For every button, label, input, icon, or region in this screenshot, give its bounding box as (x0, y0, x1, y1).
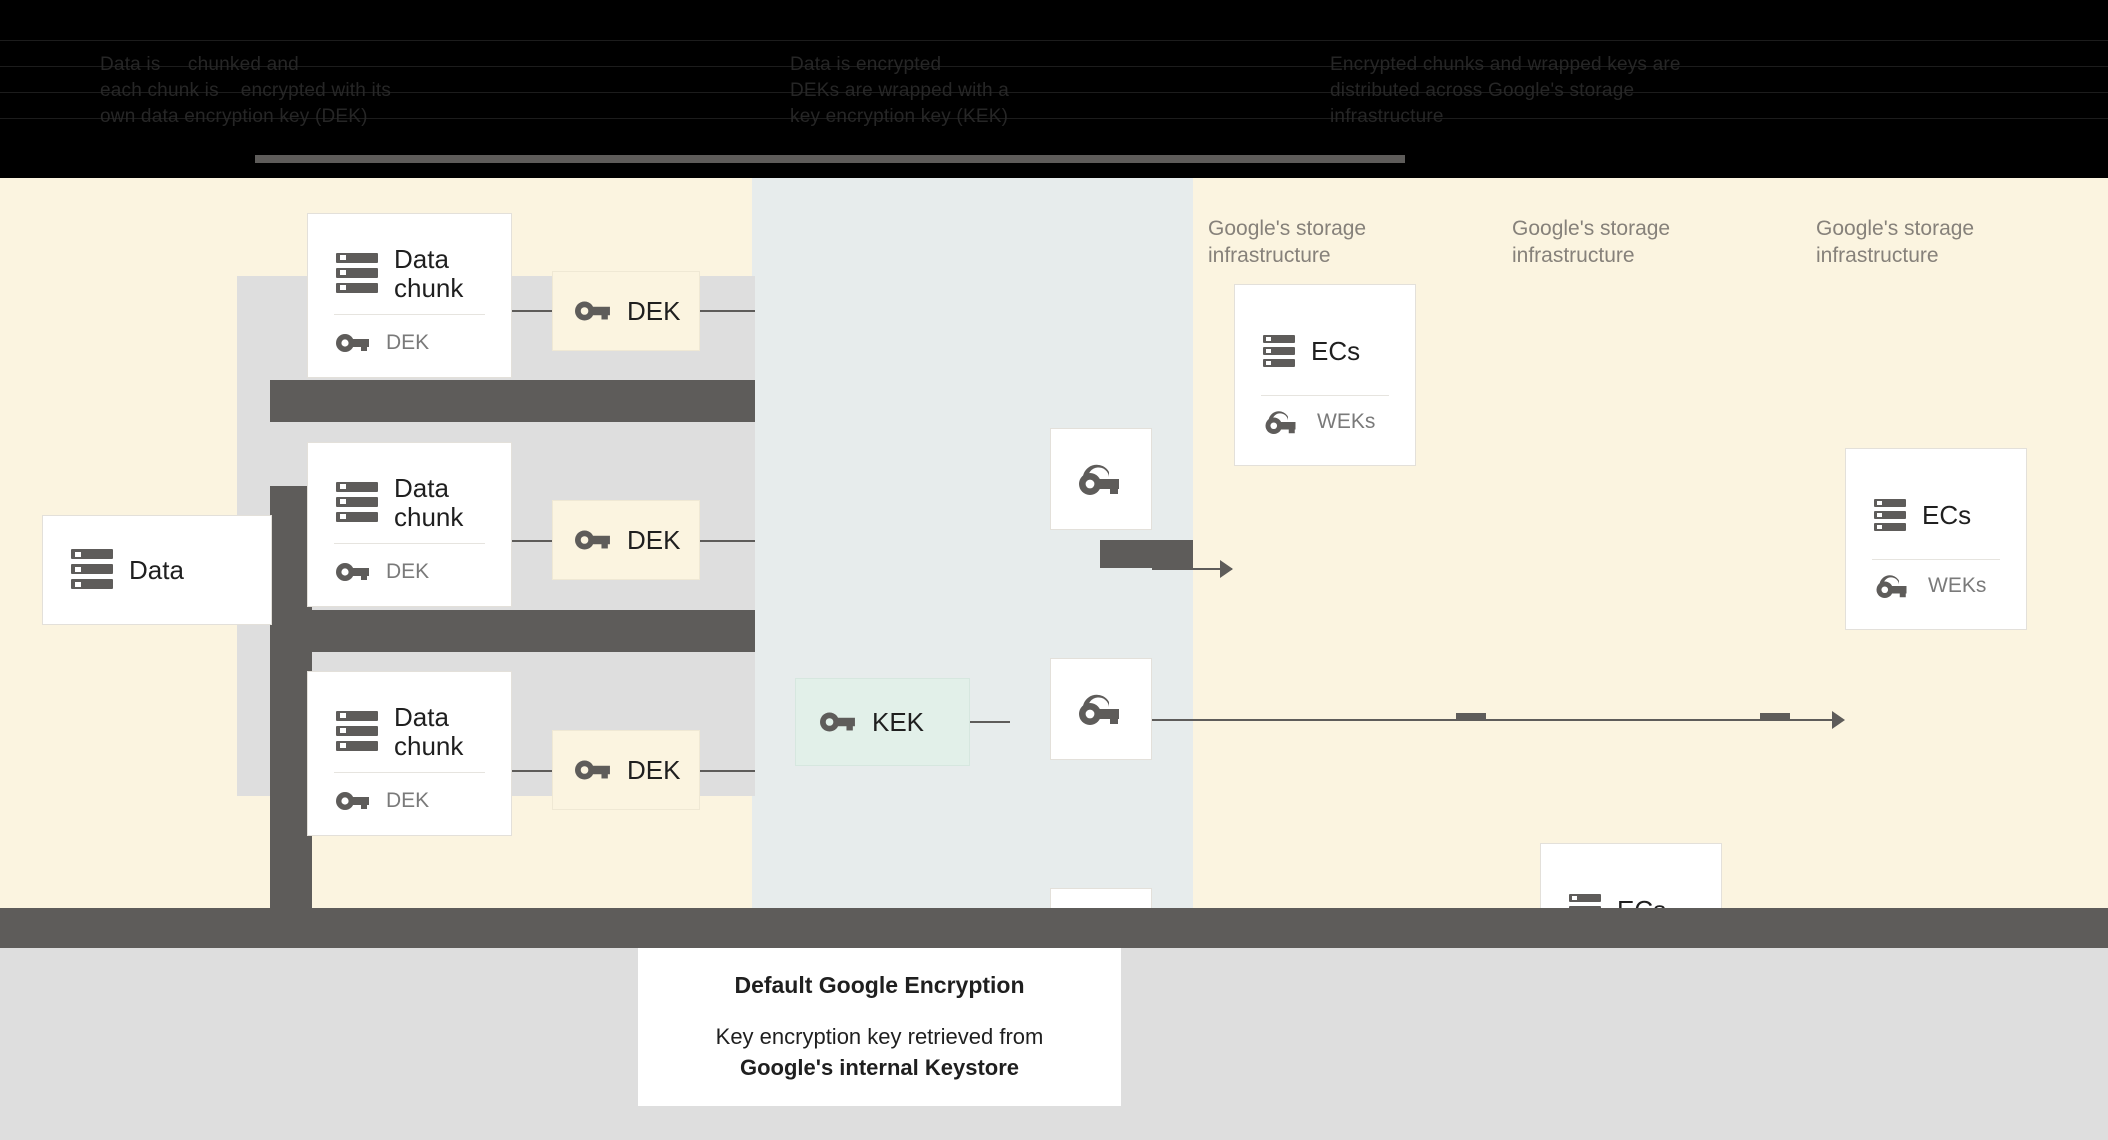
header-text-line: Data is encrypted (790, 54, 942, 75)
header-text-line: Encrypted chunks and wrapped keys are (1330, 54, 1681, 75)
caption-card: Default Google Encryption Key encryption… (638, 948, 1121, 1106)
header-text-line: own data encryption key (DEK) (100, 106, 368, 127)
key-icon (575, 759, 611, 781)
dek-label: DEK (627, 754, 681, 785)
chunk-bracket-trunk (270, 486, 312, 946)
kek-box[interactable]: KEK (795, 678, 970, 766)
key-icon (575, 300, 611, 322)
key-icon (336, 791, 370, 811)
obscured-header-band: Data is chunked and Data is encrypted En… (0, 0, 2108, 163)
wrapped-key-box[interactable] (1050, 658, 1152, 760)
wrapped-key-icon (1874, 571, 1912, 601)
ecs-box[interactable]: ECs WEKs (1845, 448, 2027, 630)
data-chunk-label: Data chunk (394, 243, 464, 303)
data-box[interactable]: Data (42, 515, 272, 625)
header-text-line: Data is chunked and (100, 54, 299, 75)
arrow-to-ecs-line (1152, 568, 1232, 570)
server-icon (336, 710, 378, 753)
key-icon (820, 711, 856, 733)
key-icon (575, 529, 611, 551)
connector-chunk-to-dek (512, 770, 552, 772)
infra-label: Google's storage infrastructure (1512, 217, 1671, 267)
connector-dek-to-wrapped (700, 310, 755, 312)
header-text-line: distributed across Google's storage (1330, 80, 1635, 101)
key-icon (336, 562, 370, 582)
header-text-line: each chunk is encrypted with its (100, 80, 392, 101)
data-chunk-dek-label: DEK (386, 560, 430, 583)
data-chunk-card[interactable]: Data chunk DEK (307, 442, 512, 607)
caption-line1: Key encryption key retrieved from (715, 1023, 1044, 1049)
header-text-line: DEKs are wrapped with a (790, 80, 1009, 101)
card-divider (1872, 559, 2000, 560)
header-text-line: key encryption key (KEK) (790, 106, 1009, 127)
card-divider (334, 543, 485, 544)
arrow-overlay-segment (1760, 713, 1790, 719)
server-icon (1874, 499, 1906, 531)
card-divider (334, 772, 485, 773)
connector-dek-to-wrapped (700, 540, 755, 542)
wrapped-key-icon (1076, 689, 1126, 729)
header-text-line: infrastructure (1330, 106, 1444, 127)
data-chunk-label: Data chunk (394, 701, 464, 761)
connector-kek-to-wrapped (970, 721, 1010, 723)
kek-label: KEK (872, 706, 925, 737)
bottom-separator-bar (0, 908, 2108, 948)
connector-chunk-to-dek (512, 310, 552, 312)
chunk-bracket-branch (270, 610, 755, 652)
card-divider (334, 314, 485, 315)
diagram-canvas: Data Data chunk DEK Data chunk (0, 178, 2108, 1025)
caption-title: Default Google Encryption (734, 971, 1025, 998)
arrow-to-ecs-line (1152, 719, 1842, 721)
server-icon (71, 549, 113, 591)
data-chunk-dek-label: DEK (386, 789, 430, 812)
card-divider (1261, 395, 1389, 396)
infra-label: Google's storage infrastructure (1816, 217, 1975, 267)
infra-label: Google's storage infrastructure (1208, 217, 1367, 267)
ecs-label: ECs (1311, 335, 1361, 366)
dek-label: DEK (627, 295, 681, 326)
data-box-label: Data (129, 554, 184, 585)
dek-label: DEK (627, 524, 681, 555)
ecs-box[interactable]: ECs WEKs (1234, 284, 1416, 466)
arrow-to-ecs-head (1220, 560, 1233, 578)
server-icon (336, 252, 378, 295)
connector-data-to-bracket (272, 570, 312, 572)
data-chunk-card[interactable]: Data chunk DEK (307, 213, 512, 378)
arrow-overlay-segment (1456, 713, 1486, 719)
data-chunk-card[interactable]: Data chunk DEK (307, 671, 512, 836)
key-icon (336, 333, 370, 353)
wrapped-key-icon (1263, 407, 1301, 437)
data-chunk-label: Data chunk (394, 472, 464, 532)
caption-subtitle: Key encryption key retrieved from Google… (638, 1021, 1121, 1083)
ecs-weks-label: WEKs (1928, 574, 1987, 597)
connector-chunk-to-dek (512, 540, 552, 542)
dek-box[interactable]: DEK (552, 271, 700, 351)
connector-dek-to-wrapped (700, 770, 755, 772)
server-icon (1263, 335, 1295, 367)
server-icon (336, 481, 378, 524)
ecs-label: ECs (1922, 499, 1972, 530)
wrapped-key-box[interactable] (1050, 428, 1152, 530)
data-chunk-dek-label: DEK (386, 331, 430, 354)
dek-box[interactable]: DEK (552, 500, 700, 580)
caption-line2: Google's internal Keystore (739, 1054, 1020, 1080)
chunk-bracket-branch (270, 380, 755, 422)
wrapped-key-icon (1076, 459, 1126, 499)
dek-box[interactable]: DEK (552, 730, 700, 810)
overlay-bar (1100, 540, 1193, 568)
ecs-weks-label: WEKs (1317, 410, 1376, 433)
arrow-to-ecs-head (1832, 711, 1845, 729)
